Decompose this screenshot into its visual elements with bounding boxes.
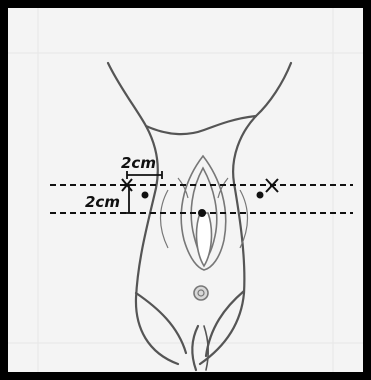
- diagram-panel: 2cm 2cm: [8, 8, 363, 372]
- lower-distance-label: 2cm: [85, 193, 120, 211]
- gluteal-cleft: [192, 326, 198, 370]
- left-dot: [142, 192, 149, 199]
- left-inner-curve: [136, 293, 186, 353]
- right-x-marker: [266, 179, 278, 192]
- waist-curve: [146, 116, 256, 134]
- upper-distance-label: 2cm: [121, 154, 156, 172]
- right-dot: [257, 192, 264, 199]
- vaginal-opening: [197, 213, 212, 266]
- anus-marker: [194, 286, 208, 300]
- center-dot: [198, 209, 206, 217]
- anatomical-diagram: 2cm 2cm: [8, 8, 363, 372]
- right-inner-curve: [206, 291, 244, 356]
